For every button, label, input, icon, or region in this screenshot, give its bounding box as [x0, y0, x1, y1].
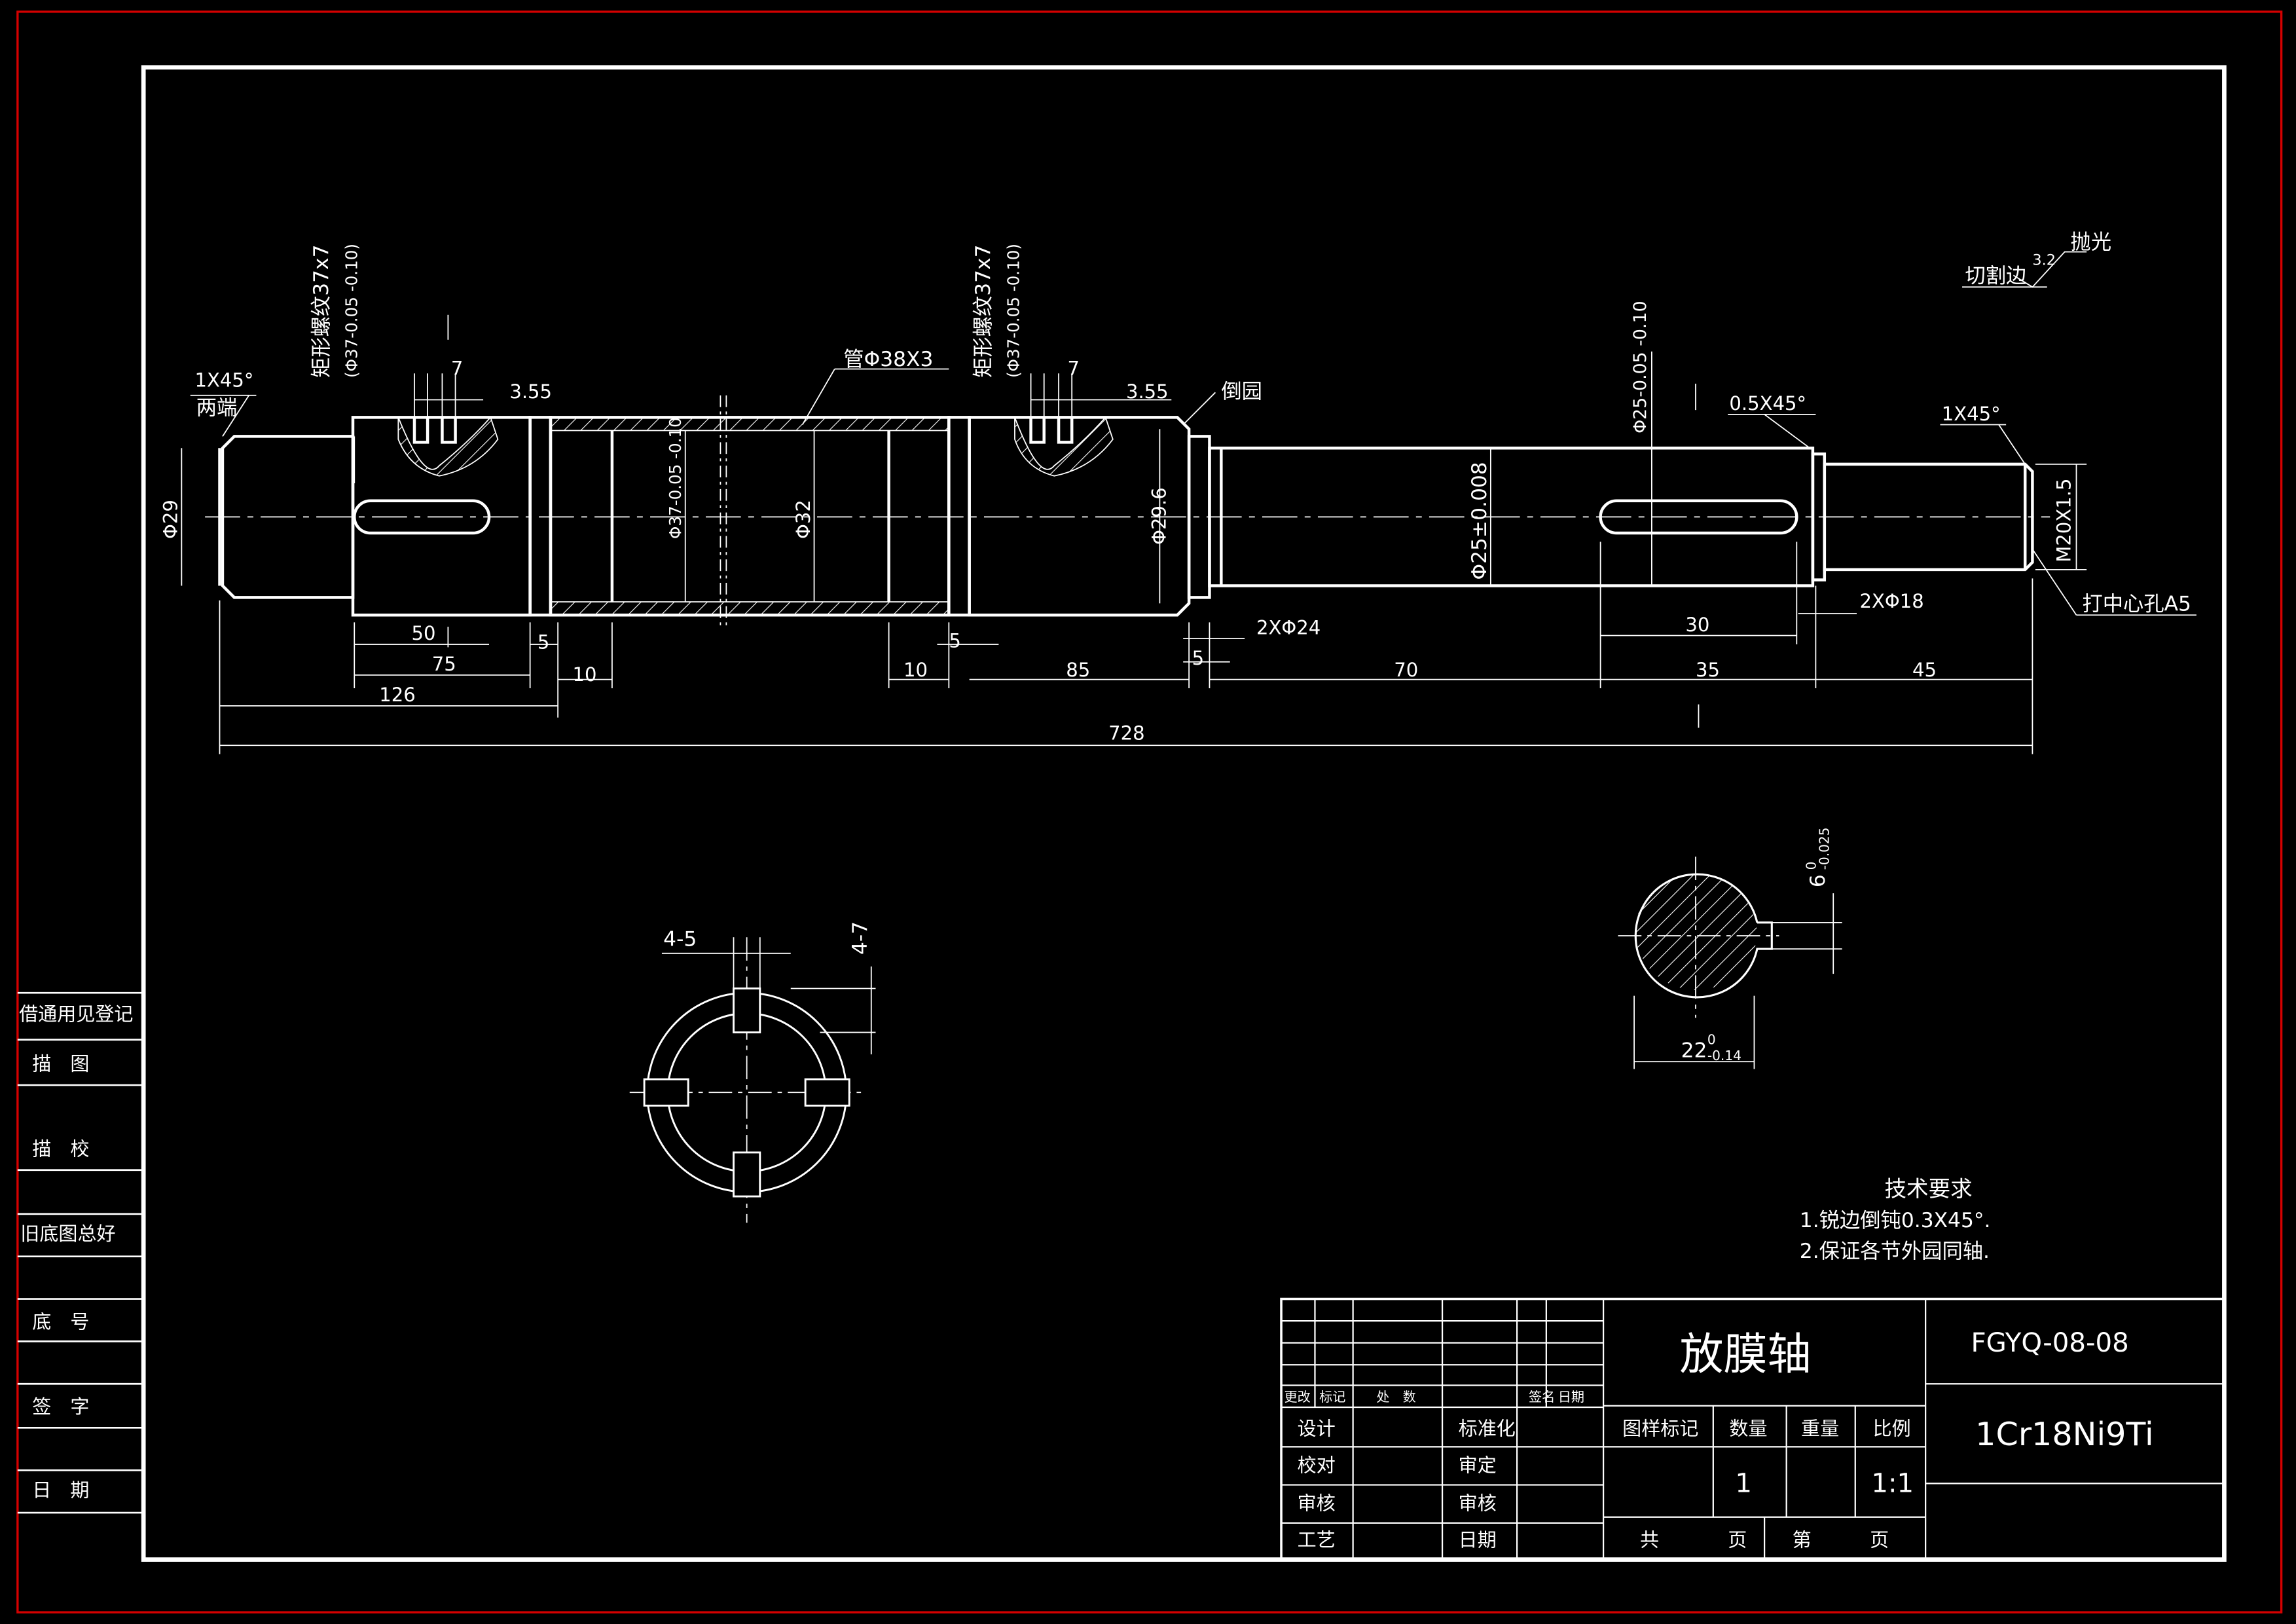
- strip-item: 签 字: [32, 1395, 89, 1418]
- attr-header: 数量: [1729, 1418, 1767, 1440]
- chamfer-right-label: 1X45°: [1942, 403, 2001, 425]
- attr-header: 图样标记: [1622, 1418, 1698, 1440]
- center-hole-label: 打中心孔A5: [2082, 593, 2191, 616]
- tube-wall-bottom-hatch: [550, 601, 950, 616]
- keyway-width-tol-upper: 0: [1803, 862, 1819, 870]
- part-name: 放膜轴: [1679, 1329, 1811, 1380]
- tube-label: 管Φ38X3: [843, 348, 933, 371]
- dim-d296: Φ29.6: [1148, 487, 1170, 545]
- ring-dim-width: 4-5: [663, 928, 697, 951]
- dim-l45: 45: [1912, 659, 1937, 681]
- title-block: 更改 标记 处 数 签名 日期 设计 校对 审核 工艺 标准化 审定 审核 日期…: [1280, 1297, 2226, 1561]
- round-fillet-label: 倒园: [1221, 380, 1262, 403]
- dim-groove355b: 3.55: [1126, 380, 1169, 403]
- drawing-number: FGYQ-08-08: [1971, 1328, 2128, 1358]
- strip-item: 借通用见登记: [19, 1003, 133, 1025]
- section-ring-view: 4-5 4-7: [629, 921, 876, 1223]
- tech-requirements-title: 技术要求: [1885, 1176, 1973, 1202]
- dim-l5c: 5: [1192, 647, 1205, 669]
- dim-l728: 728: [1108, 722, 1144, 744]
- role-label: 审定: [1459, 1454, 1497, 1476]
- dim-l85: 85: [1066, 659, 1090, 681]
- scale-value: 1:1: [1871, 1469, 1914, 1499]
- sheet-no-unit: 页: [1870, 1528, 1889, 1551]
- thread-left-label: 矩形螺纹37x7: [310, 245, 333, 378]
- thread-break-right: [1014, 416, 1114, 477]
- dim-d32: Φ32: [792, 500, 814, 539]
- dim-d37: Φ37-0.05 -0.10: [666, 417, 685, 539]
- keyway-width: 6: [1806, 874, 1830, 887]
- rev-header: 签名: [1529, 1389, 1555, 1405]
- role-label: 工艺: [1298, 1528, 1336, 1551]
- roughness-polish-label: 抛光: [2071, 231, 2112, 254]
- dim-l5a: 5: [538, 631, 550, 654]
- thread-right-tol: (Φ37-0.05 -0.10): [1004, 244, 1023, 378]
- strip-item: 旧底图总好: [20, 1223, 115, 1245]
- thread-right-label: 矩形螺纹37x7: [972, 245, 995, 378]
- role-label: 标准化: [1459, 1418, 1516, 1440]
- dim-m20: M20X1.5: [2053, 479, 2075, 563]
- quantity-value: 1: [1735, 1469, 1752, 1499]
- dim-l2x24: 2XΦ24: [1256, 616, 1321, 638]
- chamfer-left-label: 1X45°: [194, 369, 253, 391]
- strip-item: 描 校: [32, 1137, 89, 1160]
- sheets-total-label: 共: [1640, 1528, 1659, 1551]
- dim-l5b: 5: [949, 629, 961, 652]
- dim-l70: 70: [1394, 659, 1418, 681]
- attr-header: 比例: [1873, 1418, 1911, 1440]
- dim-l75: 75: [432, 653, 456, 675]
- chamfer-mid-label: 0.5X45°: [1729, 392, 1806, 415]
- rev-header: 日期: [1558, 1389, 1584, 1405]
- dim-d25-upper: Φ25-0.05 -0.10: [1630, 301, 1650, 434]
- strip-item: 底 号: [32, 1310, 89, 1333]
- attr-header: 重量: [1801, 1418, 1839, 1440]
- dim-l50: 50: [411, 622, 435, 644]
- dim-key7b: 7: [1067, 357, 1080, 379]
- thread-left-tol: (Φ37-0.05 -0.10): [342, 244, 361, 378]
- left-registration-strip: 借通用见登记 描 图 描 校 旧底图总好 底 号 签 字 日 期: [17, 991, 144, 1514]
- keyway-depth-tol-lower: -0.14: [1707, 1048, 1741, 1063]
- rev-header: 处 数: [1376, 1389, 1415, 1405]
- dim-key7a: 7: [451, 357, 464, 379]
- keyway-width-tol-lower: -0.025: [1817, 828, 1832, 870]
- strip-item: 日 期: [32, 1479, 89, 1501]
- outer-border: [16, 10, 2283, 1614]
- role-label: 日期: [1459, 1528, 1497, 1551]
- roughness-value: 3.2: [2032, 252, 2056, 269]
- role-label: 设计: [1298, 1418, 1336, 1440]
- dim-groove355a: 3.55: [509, 380, 552, 403]
- role-label: 审核: [1298, 1492, 1336, 1515]
- thread-break-left: [397, 416, 499, 477]
- dim-d25tol: Φ25±0.008: [1468, 462, 1491, 580]
- tube-wall-top-hatch: [550, 416, 950, 432]
- strip-item: 描 图: [32, 1053, 89, 1075]
- rev-header: 更改: [1285, 1389, 1311, 1405]
- sheets-total-unit: 页: [1728, 1528, 1747, 1551]
- shaft-main-view: [181, 251, 2196, 754]
- dim-d29: Φ29: [160, 500, 182, 539]
- dim-l10b: 10: [903, 659, 928, 681]
- dim-l126: 126: [379, 684, 415, 706]
- keyway-depth: 22: [1681, 1039, 1707, 1063]
- tech-requirement-item: 1.锐边倒钝0.3X45°.: [1800, 1209, 1991, 1232]
- material: 1Cr18Ni9Ti: [1975, 1415, 2153, 1453]
- keyway-depth-tol-upper: 0: [1707, 1031, 1716, 1047]
- dim-l2x18: 2XΦ18: [1859, 590, 1923, 612]
- dim-l35: 35: [1696, 659, 1720, 681]
- tech-requirement-item: 2.保证各节外园同轴.: [1800, 1240, 1990, 1263]
- shaft-annotations: 1X45° 两端 矩形螺纹37x7 (Φ37-0.05 -0.10) 矩形螺纹3…: [160, 231, 2191, 744]
- role-label: 校对: [1298, 1454, 1336, 1476]
- dim-l30: 30: [1685, 614, 1709, 636]
- dim-l10a: 10: [573, 663, 597, 686]
- section-keyway-view: 6 0 -0.025 22 0 -0.14: [1618, 828, 1842, 1069]
- role-label: 审核: [1459, 1492, 1497, 1515]
- inner-frame: [141, 65, 2227, 1562]
- tech-requirements: 技术要求 1.锐边倒钝0.3X45°. 2.保证各节外园同轴.: [1800, 1176, 1991, 1263]
- both-ends-label: 两端: [196, 396, 238, 420]
- rev-header: 标记: [1319, 1389, 1345, 1405]
- roughness-cut-edge-label: 切割边: [1965, 265, 2027, 288]
- sheet-no-label: 第: [1793, 1528, 1812, 1551]
- ring-dim-depth: 4-7: [848, 921, 872, 955]
